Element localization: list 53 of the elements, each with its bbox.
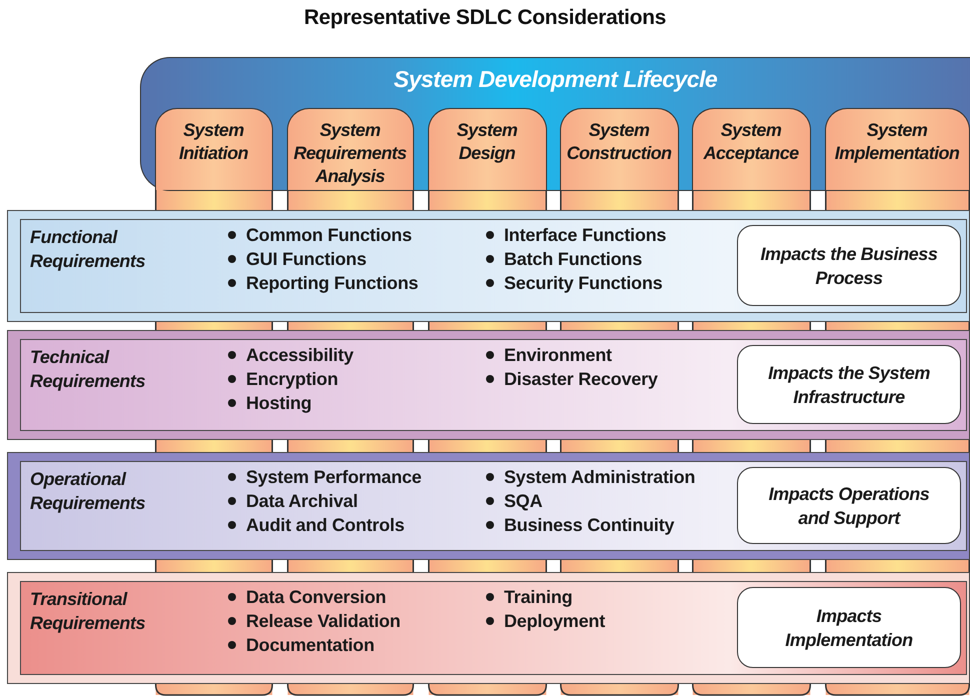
impact-box — [737, 345, 961, 424]
requirement-band — [7, 330, 970, 440]
bullet-item: System Performance — [246, 467, 422, 487]
requirement-band — [7, 572, 970, 684]
bullet-item: Hosting — [246, 393, 312, 413]
phase-label: System Design — [456, 118, 518, 164]
bullet-item: GUI Functions — [246, 249, 366, 269]
phase-column — [428, 108, 546, 190]
bullet-item: Business Continuity — [504, 515, 674, 535]
impact-box — [737, 587, 961, 668]
diagram-title: Representative SDLC Considerations — [302, 6, 668, 30]
requirement-heading: Technical Requirements — [30, 346, 146, 393]
bullet-item: Release Validation — [246, 611, 400, 631]
phase-column — [824, 108, 970, 190]
phase-column — [692, 108, 810, 190]
bullet-item: Deployment — [504, 611, 606, 631]
bullet-item: Data Archival — [246, 491, 358, 511]
impact-box — [737, 467, 961, 544]
lifecycle-band — [140, 57, 970, 191]
bullet-item: Documentation — [246, 635, 374, 655]
phase-label: System Construction — [566, 118, 672, 164]
impact-text: Impacts the System Infrastructure — [767, 362, 931, 408]
phase-column — [154, 108, 272, 190]
requirement-band — [7, 452, 970, 560]
bullet-item: SQA — [504, 491, 542, 511]
bullet-item: Encryption — [246, 369, 338, 389]
requirement-heading: Operational Requirements — [30, 468, 146, 515]
bullet-item: Common Functions — [246, 225, 412, 245]
bullet-item: Interface Functions — [504, 225, 666, 245]
phase-label: System Requirements Analysis — [292, 118, 408, 188]
bullet-item: Training — [504, 587, 572, 607]
bullet-item: System Administration — [504, 467, 696, 487]
lifecycle-heading: System Development Lifecycle — [392, 66, 718, 93]
bullet-item: Environment — [504, 345, 612, 365]
phase-column — [286, 108, 414, 190]
impact-text: Impacts Implementation — [784, 604, 914, 652]
requirement-band — [7, 210, 970, 322]
phase-column — [560, 108, 678, 190]
bullet-item: Security Functions — [504, 273, 662, 293]
phase-label: System Acceptance — [702, 118, 800, 164]
phase-label: System Implementation — [834, 118, 960, 164]
impact-text: Impacts Operations and Support — [768, 482, 930, 530]
impact-box — [737, 225, 961, 306]
requirement-heading: Transitional Requirements — [30, 588, 146, 635]
bullet-item: Audit and Controls — [246, 515, 404, 535]
impact-text: Impacts the Business Process — [759, 242, 939, 290]
bullet-item: Data Conversion — [246, 587, 386, 607]
bullet-item: Reporting Functions — [246, 273, 418, 293]
bullet-item: Batch Functions — [504, 249, 642, 269]
bullet-item: Disaster Recovery — [504, 369, 658, 389]
phase-label: System Initiation — [178, 118, 249, 164]
bullet-item: Accessibility — [246, 345, 354, 365]
requirement-heading: Functional Requirements — [30, 226, 146, 273]
